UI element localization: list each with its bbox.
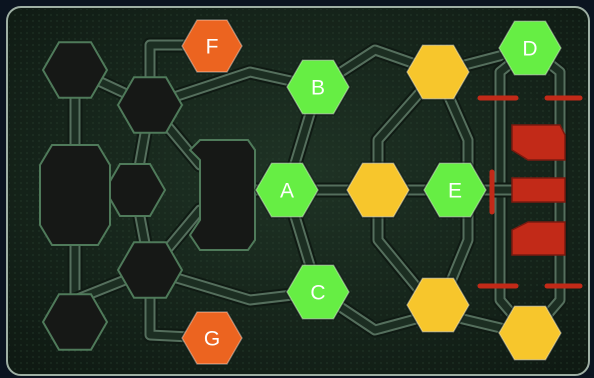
chamber-big-center (190, 140, 255, 250)
node-label-e: E (448, 180, 462, 203)
node-label-g: G (204, 328, 220, 351)
node-label-d: D (522, 38, 537, 61)
node-label-b: B (311, 77, 325, 100)
node-label-a: A (280, 180, 294, 203)
red-block-1 (512, 125, 565, 160)
chamber-big-left (40, 145, 110, 245)
node-label-f: F (206, 36, 219, 59)
node-label-c: C (310, 282, 325, 305)
red-block-2 (512, 178, 565, 202)
red-block-3 (512, 222, 565, 255)
